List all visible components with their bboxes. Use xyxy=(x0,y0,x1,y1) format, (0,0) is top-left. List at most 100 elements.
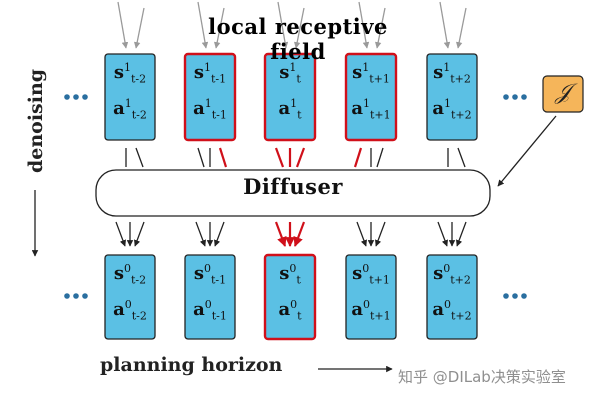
output-arrow xyxy=(437,221,448,247)
symbol-base: a xyxy=(351,299,364,320)
time-subscript: t-2 xyxy=(131,309,147,323)
noise-level-superscript: 1 xyxy=(363,97,371,110)
receptive-input-line xyxy=(218,147,228,168)
diffuser-block xyxy=(95,169,491,217)
symbol-base: a xyxy=(432,98,445,119)
ellipsis-dot xyxy=(503,293,509,299)
noise-level-superscript: 1 xyxy=(289,61,297,74)
symbol-base: a xyxy=(193,98,205,119)
state-symbol: s1t xyxy=(265,61,315,85)
time-subscript: t xyxy=(296,72,301,86)
state-symbol: s0t xyxy=(265,263,315,286)
symbol-base: s xyxy=(113,263,124,284)
state-symbol: s1t-1 xyxy=(185,61,235,85)
receptive-input-line xyxy=(274,147,285,168)
ellipsis-dot xyxy=(512,94,518,100)
noise-level-superscript: 1 xyxy=(124,97,132,110)
symbol-base: s xyxy=(352,263,363,284)
noise-level-superscript: 0 xyxy=(290,298,298,311)
noise-level-superscript: 0 xyxy=(443,262,451,275)
time-subscript: t+2 xyxy=(451,108,472,122)
receptive-input-line xyxy=(295,147,306,168)
noise-level-superscript: 1 xyxy=(362,61,370,74)
symbol-base: s xyxy=(193,263,204,284)
symbol-base: a xyxy=(351,98,364,119)
incoming-arrow xyxy=(277,1,289,49)
action-symbol: a0t xyxy=(265,298,315,322)
symbol-base: s xyxy=(113,62,124,83)
time-subscript: t-2 xyxy=(131,273,147,287)
denoising-axis-label: denoising xyxy=(25,68,47,174)
symbol-base: s xyxy=(279,263,290,284)
top-row-box xyxy=(104,53,156,141)
output-arrow xyxy=(356,221,367,247)
incoming-arrow xyxy=(455,7,467,49)
noise-level-superscript: 0 xyxy=(124,262,131,275)
ellipsis-dot xyxy=(73,94,79,100)
time-subscript: t+1 xyxy=(370,309,391,323)
ellipsis-dot xyxy=(512,293,518,299)
incoming-arrow xyxy=(117,1,129,49)
state-symbol: s1t+2 xyxy=(427,61,477,85)
state-symbol: s0t+1 xyxy=(346,263,396,286)
noise-level-superscript: 1 xyxy=(204,97,212,110)
incoming-arrow xyxy=(374,7,386,49)
ellipsis-dot xyxy=(73,293,79,299)
time-subscript: t xyxy=(297,309,302,323)
ellipsis-dot xyxy=(82,293,88,299)
time-subscript: t-1 xyxy=(211,72,227,86)
output-arrow xyxy=(375,221,386,247)
guide-j-box xyxy=(542,75,584,113)
noise-level-superscript: 1 xyxy=(204,61,211,74)
symbol-base: a xyxy=(113,299,125,320)
time-subscript: t+2 xyxy=(450,273,471,287)
symbol-base: s xyxy=(193,62,204,83)
noise-level-superscript: 1 xyxy=(443,61,451,74)
incoming-arrow xyxy=(133,7,145,49)
noise-level-superscript: 0 xyxy=(204,298,212,311)
incoming-arrow xyxy=(293,7,305,49)
action-symbol: a0t+1 xyxy=(346,298,396,322)
time-subscript: t-1 xyxy=(211,309,227,323)
bottom-row-box xyxy=(426,254,478,340)
incoming-arrow xyxy=(197,1,209,49)
noise-level-superscript: 0 xyxy=(204,262,211,275)
action-symbol: a0t+2 xyxy=(427,298,477,322)
time-subscript: t-1 xyxy=(211,108,227,122)
ellipsis-dot xyxy=(64,94,70,100)
symbol-base: s xyxy=(433,263,444,284)
time-subscript: t+1 xyxy=(369,273,390,287)
state-symbol: s1t+1 xyxy=(346,61,396,85)
noise-level-superscript: 0 xyxy=(444,298,452,311)
input-line xyxy=(376,147,384,168)
diffuser-label: Diffuser xyxy=(243,174,343,199)
action-symbol: a1t-1 xyxy=(185,97,235,121)
symbol-base: a xyxy=(193,299,205,320)
top-row-box xyxy=(263,52,317,142)
top-row-box xyxy=(426,53,478,141)
symbol-base: a xyxy=(278,299,291,320)
symbol-base: a xyxy=(278,98,291,119)
ellipsis-dot xyxy=(64,293,70,299)
input-line xyxy=(197,147,205,168)
noise-level-superscript: 0 xyxy=(124,298,132,311)
time-subscript: t xyxy=(296,273,301,287)
noise-level-superscript: 1 xyxy=(290,97,298,110)
time-subscript: t+2 xyxy=(450,72,471,86)
state-symbol: s0t+2 xyxy=(427,262,477,286)
output-arrow xyxy=(293,221,306,247)
action-symbol: a1t-2 xyxy=(105,97,155,121)
symbol-base: s xyxy=(352,62,363,83)
noise-level-superscript: 0 xyxy=(363,298,371,311)
output-arrow xyxy=(456,221,467,247)
symbol-base: a xyxy=(432,299,445,320)
